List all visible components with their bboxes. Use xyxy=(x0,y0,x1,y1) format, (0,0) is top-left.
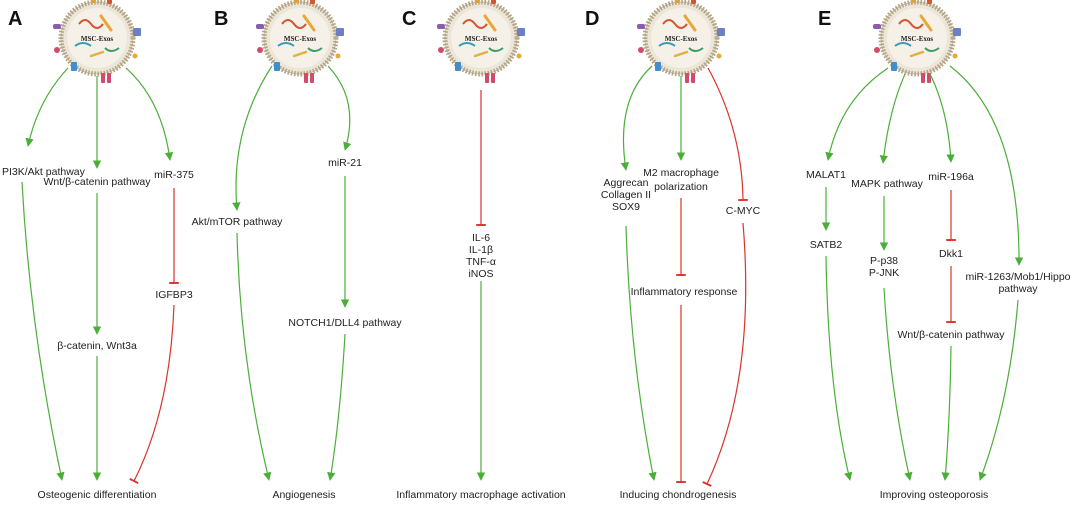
e-node-mir1263-2: pathway xyxy=(998,283,1038,295)
d-node-cmyc: C-MYC xyxy=(726,205,761,217)
a-node-wnt: Wnt/β-catenin pathway xyxy=(43,176,151,188)
a-node-outcome: Osteogenic differentiation xyxy=(38,489,157,501)
d-node-inflam: Inflammatory response xyxy=(631,286,738,298)
panel-d-exosome: MSC-Exos xyxy=(637,0,725,83)
e-node-satb2: SATB2 xyxy=(810,239,843,251)
panel-d-exosome-label: MSC-Exos xyxy=(665,35,698,43)
e-node-outcome: Improving osteoporosis xyxy=(880,489,989,501)
b-arrow-outcome-1 xyxy=(236,232,272,481)
a-node-catenin: β-catenin, Wnt3a xyxy=(57,340,137,352)
b-arrow-outcome-2 xyxy=(327,333,346,481)
panel-c-letter: C xyxy=(402,8,416,30)
e-arrow-malat1 xyxy=(825,67,889,161)
b-node-akt: Akt/mTOR pathway xyxy=(192,216,284,228)
e-node-dkk1: Dkk1 xyxy=(939,248,963,260)
d-inhibit-cmyc xyxy=(707,67,748,202)
panel-a-exosome: MSC-Exos xyxy=(53,0,141,83)
panel-b-letter: B xyxy=(214,8,228,30)
e-node-pp-2: P-JNK xyxy=(869,267,899,279)
c-node-cytokine-1: IL-6 xyxy=(472,232,490,244)
panel-e-letter: E xyxy=(818,8,831,30)
e-node-malat1: MALAT1 xyxy=(806,169,846,181)
d-node-m2-2: polarization xyxy=(654,181,708,193)
a-node-mir375: miR-375 xyxy=(154,169,194,181)
b-arrow-akt xyxy=(232,65,273,211)
a-node-pi3k: PI3K/Akt pathway xyxy=(2,166,86,178)
panel-c-exosome-label: MSC-Exos xyxy=(465,35,498,43)
e-arrow-mir196 xyxy=(929,73,955,163)
panel-b-exosome-label: MSC-Exos xyxy=(284,35,317,43)
panel-e-exosome-label: MSC-Exos xyxy=(901,35,934,43)
b-node-notch: NOTCH1/DLL4 pathway xyxy=(288,317,402,329)
d-arrow-outcome-1 xyxy=(625,225,657,481)
e-arrow-outcome-4 xyxy=(978,299,1019,481)
c-node-cytokine-4: iNOS xyxy=(468,268,493,280)
panel-c-exosome: MSC-Exos xyxy=(437,0,525,83)
d-node-ecm-2: Collagen II xyxy=(601,189,651,201)
panel-e-exosome: MSC-Exos xyxy=(873,0,961,83)
a-arrow-outcome-1 xyxy=(21,181,65,481)
c-node-outcome: Inflammatory macrophage activation xyxy=(396,489,565,501)
e-node-mir1263-1: miR-1263/Mob1/Hippo xyxy=(965,271,1070,283)
e-arrow-mir1263 xyxy=(949,65,1024,266)
d-node-outcome: Inducing chondrogenesis xyxy=(620,489,737,501)
d-node-m2-1: M2 macrophage xyxy=(643,167,719,179)
d-node-ecm-3: SOX9 xyxy=(612,201,640,213)
e-node-mir196: miR-196a xyxy=(928,171,974,183)
b-node-mir21: miR-21 xyxy=(328,157,362,169)
d-inhibit-outcome-2 xyxy=(702,222,747,487)
e-arrow-outcome-3 xyxy=(941,345,952,481)
a-arrow-pi3k xyxy=(25,67,69,147)
panel-a-exosome-label: MSC-Exos xyxy=(81,35,114,43)
panel-d-letter: D xyxy=(585,8,599,30)
e-node-pp-1: P-p38 xyxy=(870,255,898,267)
b-node-outcome: Angiogenesis xyxy=(272,489,335,501)
panel-b-exosome: MSC-Exos xyxy=(256,0,344,83)
e-arrow-outcome-2 xyxy=(883,287,913,481)
c-node-cytokine-2: IL-1β xyxy=(469,244,493,256)
panel-a-letter: A xyxy=(8,8,22,30)
e-arrow-mapk xyxy=(879,73,906,164)
a-node-igfbp3: IGFBP3 xyxy=(155,289,193,301)
d-arrow-ecm xyxy=(620,65,653,171)
a-inhibit-outcome xyxy=(129,304,175,485)
e-node-wnt: Wnt/β-catenin pathway xyxy=(897,329,1005,341)
a-arrow-mir375 xyxy=(125,67,174,161)
e-node-mapk: MAPK pathway xyxy=(851,178,924,190)
e-arrow-outcome-1 xyxy=(825,255,853,481)
c-node-cytokine-3: TNF-α xyxy=(466,256,496,268)
b-arrow-mir21 xyxy=(327,65,352,151)
d-node-ecm-1: Aggrecan xyxy=(604,177,649,189)
